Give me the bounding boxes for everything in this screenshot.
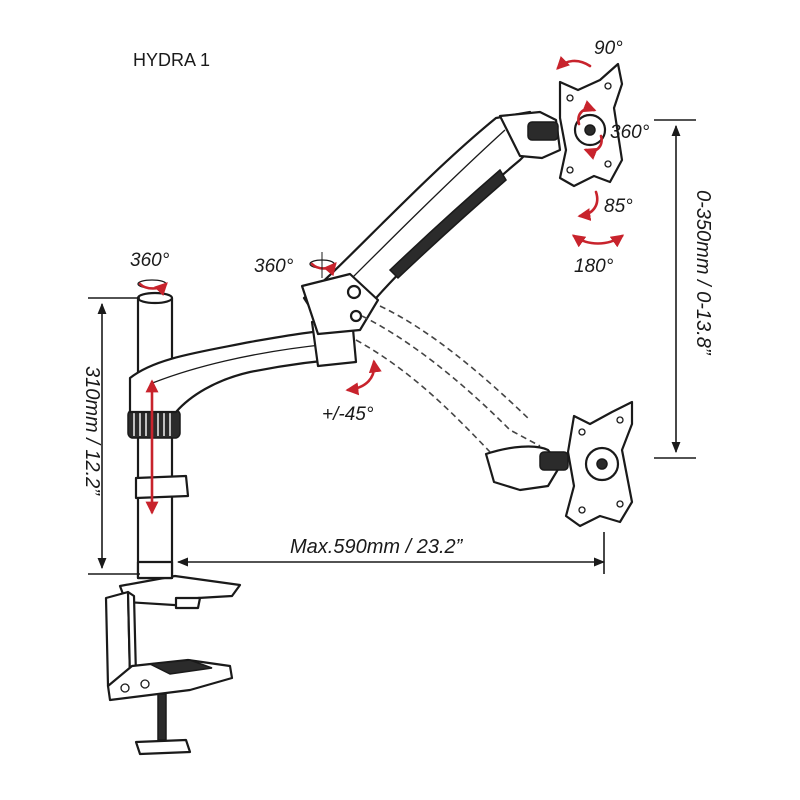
label-elbow-rotate: 360° [254,256,294,277]
vesa-plate-bottom-hub [584,446,620,482]
vesa-plate-top-hub [573,113,607,147]
vesa-hole [566,94,574,102]
lower-arm-highlight [149,343,331,385]
elbow-pivot-bolt-upper [346,284,362,300]
clamp-screw-hole-right [140,679,150,689]
vesa-plate-bottom-center [596,458,608,470]
lowered-arm-edge-top [361,315,541,447]
clamp-base-lip [174,596,202,610]
lowered-head-knob [539,451,569,471]
label-monitor-rotate: 360° [610,122,650,143]
rotate-arrow-top [577,100,597,126]
lowered-arm-edge-bottom [355,339,521,471]
vesa-hole [566,166,574,174]
vesa-plate-top [558,62,624,188]
gas-spring-slot [388,168,507,280]
pole-rotate-arrow [138,282,168,296]
tilt-up-arrow [556,56,592,70]
vesa-hole [616,416,624,424]
label-swivel: 180° [574,256,614,277]
upper-arm-lowered [355,305,569,492]
vesa-hole [604,160,612,168]
rotate-arrow-bottom [583,134,603,160]
label-max-reach: Max.590mm / 23.2” [290,536,464,558]
label-pole-rotate: 360° [130,250,170,271]
vesa-hole [616,500,624,508]
pole-base-collar [136,560,174,580]
vesa-hole [604,82,612,90]
diagram-title: HYDRA 1 [133,50,210,70]
vesa-plate-top-center [584,124,596,136]
vesa-hole [578,506,586,514]
tilt-down-arrow [577,190,599,221]
dimension-lines [88,119,696,575]
clamp-base-plate [118,574,242,608]
label-pole-height: 310mm / 12.2” [81,366,103,496]
clamp-pressure-pad [147,659,213,675]
elbow-rotate-arrow [310,262,337,277]
vesa-hole [578,428,586,436]
elbow-pivot-bolt-lower [349,309,363,323]
label-tilt-up: 90° [594,38,623,59]
lowered-arm-edge-back [379,305,531,421]
upper-arm-raised [300,110,562,336]
label-tilt-down: 85° [604,196,633,217]
label-arm-tilt: +/-45° [322,404,374,425]
clamp-screw-handle [134,738,192,756]
head-tilt-knob [527,121,559,141]
pole-assembly [127,291,190,580]
cable-clip [134,474,190,500]
pole-top-cap [136,291,174,305]
swivel-arrow [571,234,625,248]
desk-clamp [104,574,242,756]
motion-arrows [137,56,625,515]
height-lock-ring [127,409,181,439]
clamp-screw-hole-left [120,683,130,693]
clamp-screw-shaft [157,693,167,741]
label-vertical-range: 0-350mm / 0-13.8” [692,190,714,356]
vesa-plate-bottom [564,400,634,528]
arm-tilt-arrow [345,359,382,396]
